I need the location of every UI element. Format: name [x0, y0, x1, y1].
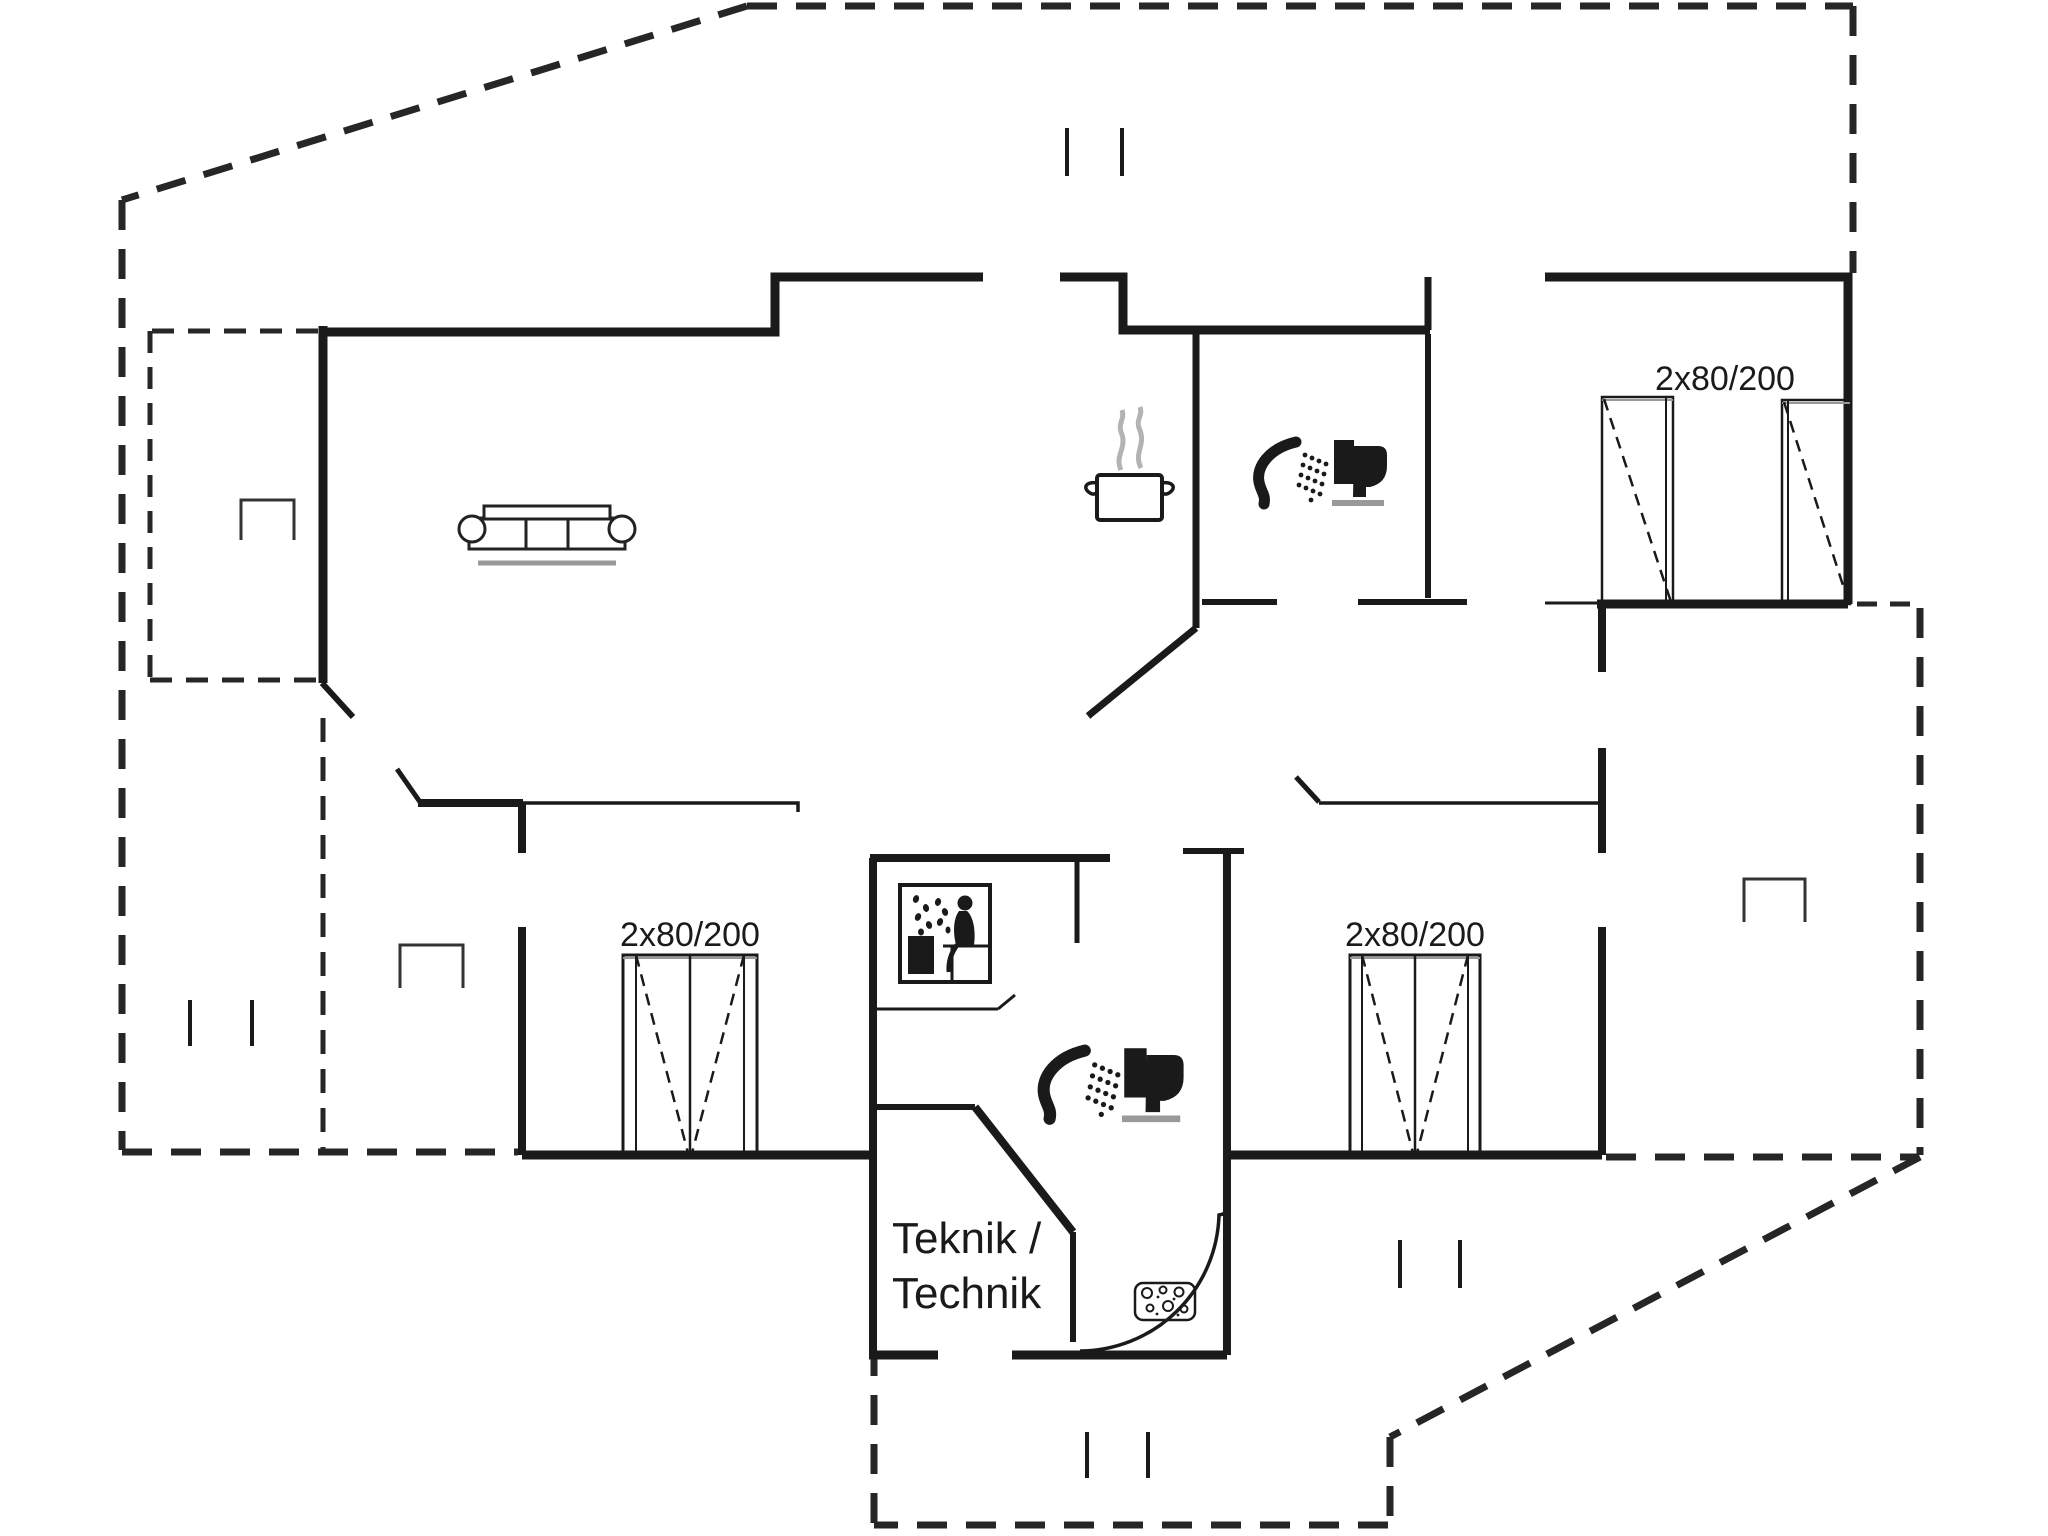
door-leaf-hall-right [1294, 775, 1321, 804]
bed-size-label-bottom-right: 2x80/200 [1345, 916, 1485, 954]
steam-icon [1135, 406, 1145, 470]
step-bracket-icon [239, 498, 296, 540]
sauna-icon [898, 883, 992, 984]
terrace-diagonal-edge [120, 2, 749, 204]
wall-top-left [323, 272, 983, 337]
terrace-dashed-outline [118, 2, 1924, 1529]
wall-hall-north-left [523, 801, 800, 812]
interior-walls [523, 334, 1602, 1342]
door-leaf-hall-left [394, 767, 423, 804]
hob-icon [1133, 1281, 1197, 1322]
step-brackets [239, 498, 1807, 988]
wall-kitchen-chamfer [1085, 625, 1199, 719]
step-bracket-icon [398, 943, 465, 988]
door-leaf-sauna [997, 993, 1016, 1011]
wall-bath2-chamfer [971, 1104, 1077, 1235]
exterior-walls [318, 272, 1853, 1360]
technik-room-label-line1: Teknik / [892, 1214, 1042, 1263]
beds [621, 395, 1852, 1157]
labels: 2x80/200 2x80/200 2x80/200 Teknik / Tech… [620, 360, 1795, 1318]
sofa-icon [457, 504, 637, 566]
bed-size-label-top-right: 2x80/200 [1655, 360, 1795, 398]
door-leaf-living-west [319, 680, 356, 720]
wall-bedroom-tr-top-right [1545, 272, 1853, 604]
step-bracket-icon [1742, 877, 1807, 922]
window-ticks [188, 128, 1462, 1478]
bed-bottom-left [621, 953, 759, 1157]
bed-bottom-right [1348, 953, 1482, 1157]
technik-room-label-line2: Technik [892, 1269, 1042, 1318]
furniture-icons [457, 406, 1387, 1322]
wall-top-center [1060, 272, 1430, 335]
cooking-pot-icon [1084, 406, 1175, 522]
bed-top-right-right [1780, 398, 1852, 606]
bed-size-label-bottom-left: 2x80/200 [620, 916, 760, 954]
terrace-bottom-diagonal-edge [1388, 1153, 1922, 1441]
bed-top-right-left [1600, 395, 1675, 606]
steam-icon [1116, 409, 1126, 472]
